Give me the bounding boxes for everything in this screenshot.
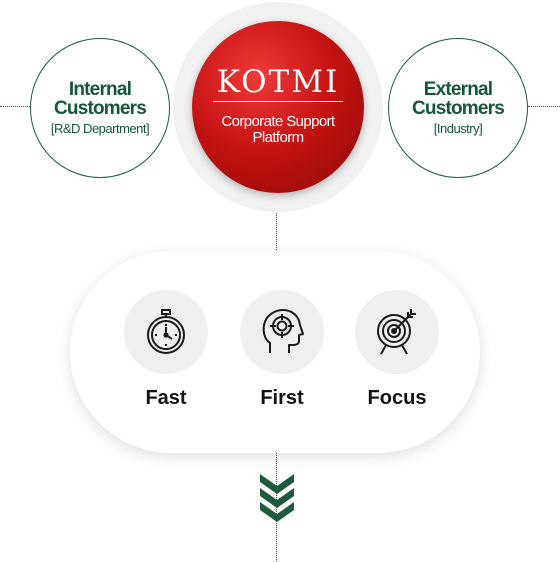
value-label-fast: Fast [145, 387, 187, 409]
kotmi-logo: KOTMI [212, 65, 344, 102]
value-first: First [240, 290, 324, 410]
platform-line2: Platform [252, 128, 304, 146]
internal-customers-circle: Internal Customers [R&D Department] [30, 38, 170, 178]
value-label-first: First [260, 387, 304, 409]
value-fast: Fast [124, 290, 208, 410]
archery-target-icon [355, 290, 439, 374]
external-title-line1: External [423, 79, 493, 100]
connector-left [0, 106, 30, 107]
internal-title-line2: Customers [53, 98, 147, 119]
platform-line1: Corporate Support [221, 112, 335, 130]
kotmi-platform-circle: KOTMI Corporate Support Platform [192, 21, 364, 193]
external-subtitle: [Industry] [433, 121, 483, 136]
connector-right [528, 106, 560, 107]
external-customers-circle: External Customers [Industry] [388, 38, 528, 178]
internal-title-line1: Internal [68, 79, 132, 100]
value-focus: Focus [355, 290, 439, 410]
head-target-icon [240, 290, 324, 374]
stopwatch-icon [124, 290, 208, 374]
internal-subtitle: [R&D Department] [50, 121, 150, 136]
connector-center-top [276, 210, 277, 252]
value-label-focus: Focus [367, 387, 427, 409]
external-title-line2: Customers [411, 98, 505, 119]
chevron-down-icon [260, 474, 294, 522]
